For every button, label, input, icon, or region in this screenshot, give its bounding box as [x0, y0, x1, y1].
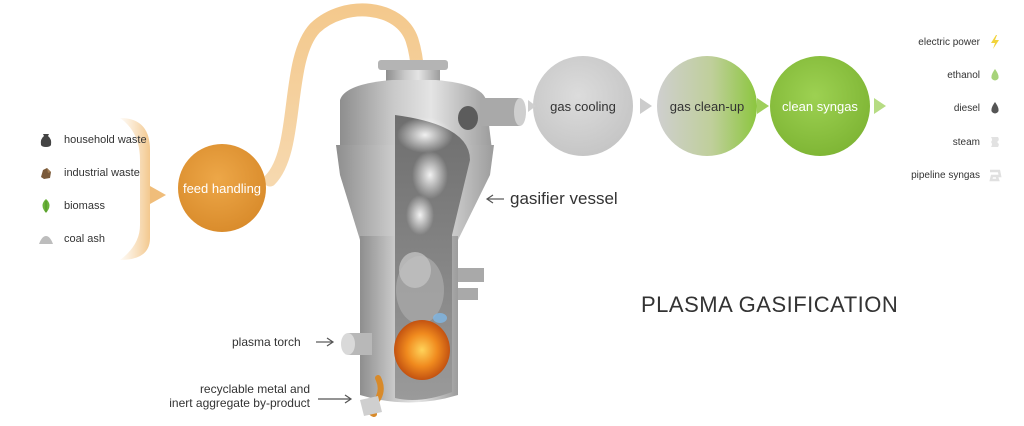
gasifier-vessel	[336, 60, 526, 403]
byproduct-label-line1: recyclable metal and	[199, 382, 310, 396]
output-label: diesel	[953, 102, 980, 114]
output-label: pipeline syngas	[911, 169, 980, 181]
output-diesel: diesel	[954, 101, 1002, 115]
byproduct-block	[360, 396, 382, 416]
gasifier-vessel-label: gasifier vessel	[510, 189, 618, 208]
input-label: household waste	[64, 134, 147, 146]
input-industrial-waste: industrial waste	[38, 165, 140, 181]
output-label: ethanol	[947, 69, 980, 81]
arrow-to-syngas	[757, 98, 769, 114]
leaf-icon	[42, 199, 50, 213]
gas-cleanup-circle	[657, 56, 757, 156]
bag-icon	[40, 134, 52, 147]
byproduct-label: recyclable metal and inert aggregate by-…	[130, 382, 310, 410]
pipe-icon	[989, 169, 1002, 182]
clean-syngas-circle	[770, 56, 870, 156]
output-label: steam	[952, 136, 980, 148]
input-arrow	[150, 186, 166, 204]
input-label: coal ash	[64, 233, 105, 245]
output-pipeline-syngas: pipeline syngas	[911, 168, 1002, 182]
input-coal-ash: coal ash	[38, 231, 105, 247]
ash-pile-icon	[39, 236, 53, 244]
input-label: industrial waste	[64, 167, 140, 179]
dark-drop-icon	[991, 102, 999, 114]
lightning-icon	[991, 35, 999, 49]
arrow-to-outputs	[874, 98, 886, 114]
byproduct-label-line2: inert aggregate by-product	[169, 396, 310, 410]
output-label: electric power	[918, 36, 980, 48]
gas-cooling-circle	[533, 56, 633, 156]
input-label: biomass	[64, 200, 105, 212]
feed-handling-label: feed handling	[182, 180, 262, 196]
feed-handling-circle	[178, 144, 266, 232]
output-steam: steam	[953, 135, 1002, 149]
gas-cleanup-label: gas clean-up	[669, 98, 745, 114]
diagram-title: PLASMA GASIFICATION	[641, 292, 899, 317]
output-ethanol: ethanol	[947, 68, 1002, 82]
plasma-torch-label: plasma torch	[232, 335, 301, 349]
clean-syngas-label: clean syngas	[782, 98, 858, 114]
output-electric-power: electric power	[918, 35, 1002, 49]
input-bracket	[120, 118, 150, 260]
arrow-to-cooling	[528, 100, 536, 112]
gas-cooling-label: gas cooling	[550, 98, 616, 114]
rubble-icon	[41, 168, 51, 179]
input-household-waste: household waste	[38, 132, 147, 148]
steam-icon	[991, 137, 999, 147]
green-drop-icon	[991, 69, 999, 81]
input-biomass: biomass	[38, 198, 105, 214]
arrow-to-cleanup	[640, 98, 652, 114]
